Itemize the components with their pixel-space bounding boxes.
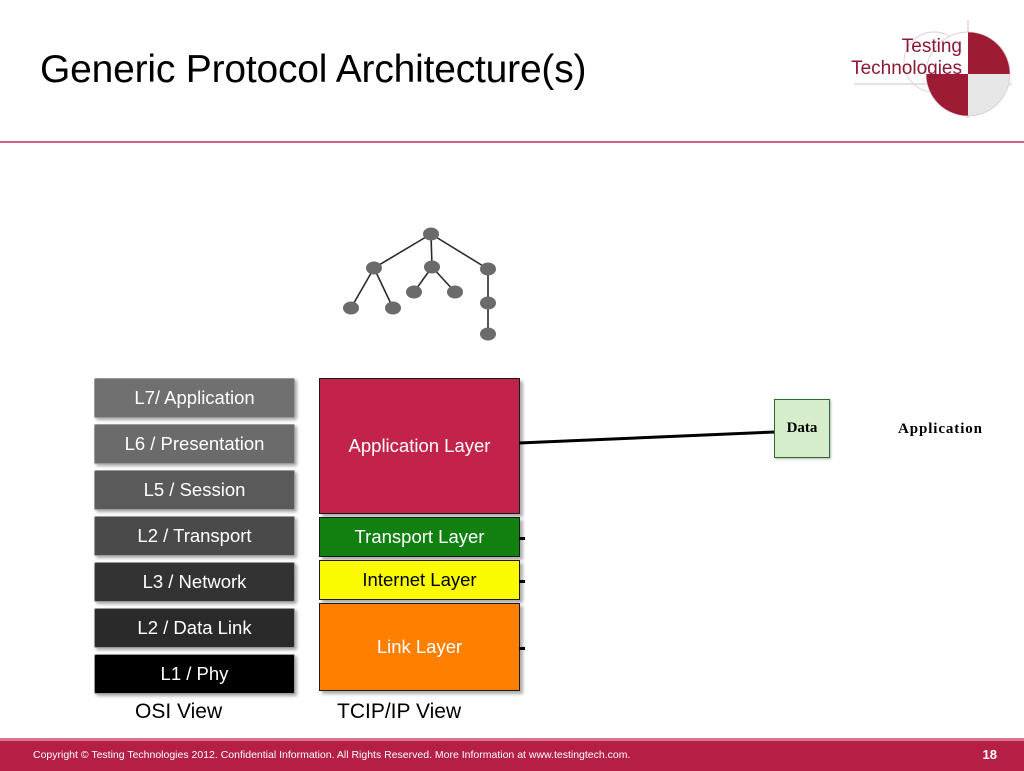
- osi-layer-6: L2 / Data Link: [94, 608, 295, 648]
- tree-node-n-right-b: [480, 327, 496, 341]
- data-pdu-box: Data: [774, 399, 830, 458]
- tree-edge: [373, 233, 432, 269]
- layer-connector-stub: [519, 580, 525, 583]
- tree-node-n-mid-b: [447, 285, 463, 299]
- tcpip-layer-label: Link Layer: [376, 636, 463, 657]
- layer-connector-stub: [519, 537, 525, 540]
- tree-edge: [430, 233, 489, 270]
- osi-layer-stack: L7/ Application L6 / Presentation L5 / Ses…: [94, 378, 295, 694]
- logo-text-line2: Technologies: [851, 58, 962, 79]
- osi-layer-1: L7/ Application: [94, 378, 295, 418]
- tcpip-layer-3: Internet Layer: [319, 560, 525, 600]
- osi-layer-2: L6 / Presentation: [94, 424, 295, 464]
- tree-node-n-left-b: [385, 301, 401, 315]
- tcpip-layer-1: Application Layer: [319, 378, 520, 514]
- osi-layer-label: L5 / Session: [143, 479, 246, 500]
- osi-layer-3: L5 / Session: [94, 470, 295, 510]
- tcpip-layer-2: Transport Layer: [319, 517, 525, 557]
- tcpip-layer-label: Transport Layer: [354, 526, 485, 547]
- osi-layer-label: L7/ Application: [134, 387, 255, 408]
- footer-bar: Copyright © Testing Technologies 2012. C…: [0, 738, 1024, 771]
- osi-layer-label: L1 / Phy: [160, 663, 229, 684]
- tcpip-layer-label: Internet Layer: [362, 569, 477, 590]
- tree-node-n-left-a: [343, 301, 359, 315]
- tree-node-root: [423, 227, 439, 241]
- tree-node-n-right: [480, 262, 496, 276]
- network-tree-diagram: [330, 218, 515, 353]
- data-pdu-label: Data: [786, 420, 818, 436]
- tree-node-n-mid: [424, 260, 440, 274]
- application-to-data-connector: [519, 424, 775, 448]
- page-number: 18: [982, 747, 997, 762]
- tcpip-layer-4: Link Layer: [319, 603, 525, 691]
- footer-copyright: Copyright © Testing Technologies 2012. C…: [33, 749, 631, 761]
- osi-layer-5: L3 / Network: [94, 562, 295, 602]
- tree-edge: [373, 267, 394, 309]
- application-pdu-label: Application: [898, 421, 983, 437]
- osi-layer-label: L3 / Network: [142, 571, 247, 592]
- tree-node-n-right-a: [480, 296, 496, 310]
- header-divider: [0, 141, 1024, 143]
- osi-layer-label: L6 / Presentation: [124, 433, 265, 454]
- tree-node-n-mid-a: [406, 285, 422, 299]
- layer-connector-stub: [519, 647, 525, 650]
- tree-node-n-left: [366, 261, 382, 275]
- tcpip-layer-label: Application Layer: [348, 435, 491, 456]
- tcpip-view-caption: TCIP/IP View: [337, 700, 462, 723]
- osi-layer-7: L1 / Phy: [94, 654, 295, 694]
- company-logo: Testing Technologies: [846, 18, 1014, 120]
- page-title: Generic Protocol Architecture(s): [40, 48, 587, 91]
- osi-view-caption: OSI View: [135, 700, 223, 723]
- osi-layer-label: L2 / Transport: [137, 525, 252, 546]
- tree-edge: [350, 267, 375, 309]
- logo-text-line1: Testing: [902, 36, 962, 57]
- osi-layer-label: L2 / Data Link: [137, 617, 252, 638]
- osi-layer-4: L2 / Transport: [94, 516, 295, 556]
